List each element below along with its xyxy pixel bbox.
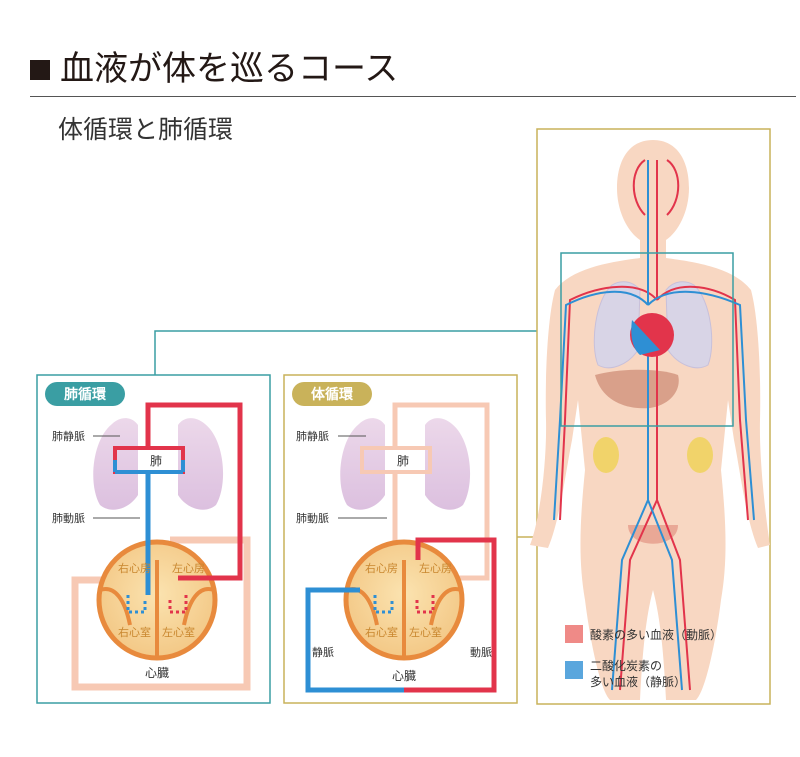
systemic-label-right-atrium: 右心房 xyxy=(365,561,398,575)
systemic-badge-label: 体循環 xyxy=(311,386,354,403)
pulmonary-label-left-ventricle: 左心室 xyxy=(162,625,195,639)
systemic-vein-blue xyxy=(305,587,404,693)
systemic-badge xyxy=(292,382,372,406)
body-arteries xyxy=(559,159,749,691)
body-right-kidney xyxy=(687,437,713,473)
body-left-kidney xyxy=(593,437,619,473)
pulmonary-badge xyxy=(45,382,125,406)
title-bullet-icon xyxy=(30,60,50,80)
pulmonary-label-lung: 肺 xyxy=(150,454,162,468)
body-silhouette xyxy=(530,140,770,700)
systemic-label-pulmonary-artery: 肺動脈 xyxy=(296,511,329,525)
legend-label-oxygen: 酸素の多い血液（動脈） xyxy=(590,627,722,642)
title-divider xyxy=(30,96,796,97)
systemic-label-left-atrium: 左心房 xyxy=(419,562,452,575)
pulmonary-connector-line xyxy=(154,330,560,375)
pulmonary-panel: 肺循環 肺静脈 肺 肺動脈 右心房 左心房 右心室 左心室 心臓 xyxy=(36,374,271,704)
pulmonary-label-pulmonary-artery: 肺動脈 xyxy=(52,511,85,525)
systemic-panel: 体循環 肺静脈 肺 肺動脈 右心房 左心房 右心室 左心室 心臓 静脈 動脈 xyxy=(283,374,518,704)
pulmonary-label-left-atrium: 左心房 xyxy=(172,562,205,575)
pulmonary-label-right-ventricle: 右心室 xyxy=(118,625,151,639)
legend-swatch-co2 xyxy=(565,661,583,679)
pulmonary-label-pulmonary-vein: 肺静脈 xyxy=(52,429,85,443)
systemic-label-heart: 心臓 xyxy=(392,669,416,683)
body-panel: 酸素の多い血液（動脈） 二酸化炭素の 多い血液（静脈） xyxy=(530,128,771,705)
legend-label-co2-line1: 二酸化炭素の xyxy=(590,658,662,673)
systemic-label-artery: 動脈 xyxy=(470,645,492,659)
systemic-artery-red xyxy=(404,537,497,693)
systemic-label-vein: 静脈 xyxy=(312,645,334,659)
systemic-label-lung: 肺 xyxy=(397,454,409,468)
systemic-right-lung xyxy=(425,418,471,510)
title-row: 血液が体を巡るコース xyxy=(30,48,796,94)
pulmonary-right-lung xyxy=(178,418,224,510)
legend-swatch-oxygen xyxy=(565,625,583,643)
systemic-label-right-ventricle: 右心室 xyxy=(365,625,398,639)
systemic-label-pulmonary-vein: 肺静脈 xyxy=(296,429,329,443)
pulmonary-badge-label: 肺循環 xyxy=(64,386,107,403)
page-title: 血液が体を巡るコース xyxy=(60,49,399,89)
body-zoom-frame xyxy=(560,252,734,427)
body-veins xyxy=(553,160,755,691)
pulmonary-label-right-atrium: 右心房 xyxy=(118,561,151,575)
systemic-label-left-ventricle: 左心室 xyxy=(409,625,442,639)
page-subtitle: 体循環と肺循環 xyxy=(58,115,234,144)
legend-label-co2-line2: 多い血液（静脈） xyxy=(590,674,686,689)
pulmonary-label-heart: 心臓 xyxy=(145,666,169,680)
pulmonary-vein-red xyxy=(145,402,243,581)
